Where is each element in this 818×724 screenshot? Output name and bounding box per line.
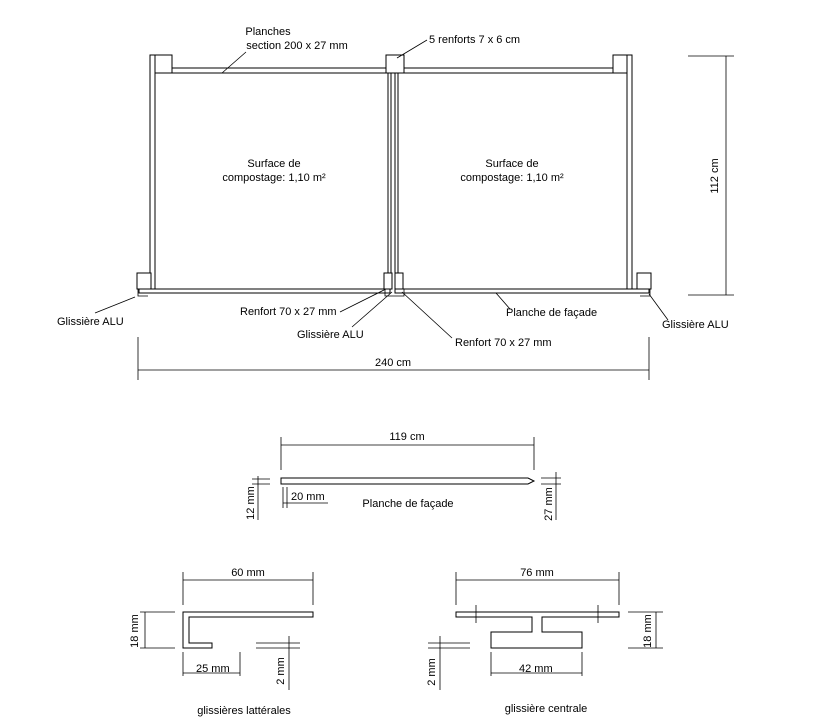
center-wall-right: [394, 72, 399, 274]
facade-detail: 119 cm 12 mm 20 mm Planche de façade 27 …: [245, 431, 561, 521]
leader-renforts: [396, 39, 428, 59]
label-renforts: 5 renforts 7 x 6 cm: [429, 34, 520, 46]
label-facade-offset: 20 mm: [291, 491, 325, 503]
label-glissiere-left: Glissière ALU: [57, 316, 124, 328]
renfort-top-center: [385, 54, 405, 74]
label-lateral-height: 18 mm: [129, 614, 141, 648]
label-surface-right-2: compostage: 1,10 m²: [460, 172, 564, 184]
label-planche-facade: Planche de façade: [506, 307, 597, 319]
leader-glissiere-right: [648, 293, 669, 321]
label-central-thickness: 2 mm: [426, 658, 438, 686]
lateral-glissiere-profile: [182, 611, 314, 649]
lateral-glissiere-detail: 60 mm 18 mm 25 mm 2 mm glissières lattér…: [129, 567, 314, 717]
glissiere-center-shape: [384, 289, 405, 297]
label-lateral-width: 60 mm: [231, 567, 265, 579]
leader-renfort-left: [339, 288, 387, 313]
leader-glissiere-center: [351, 291, 393, 328]
label-facade-thickness: 12 mm: [245, 486, 257, 520]
label-facade-height: 27 mm: [543, 487, 555, 521]
central-glissiere-profile: [455, 611, 620, 649]
facade-plank-profile: [280, 477, 536, 485]
label-surface-left-2: compostage: 1,10 m²: [222, 172, 326, 184]
renfort-bottom-right: [636, 272, 652, 290]
label-surface-right-1: Surface de: [485, 158, 538, 170]
label-central-caption: glissière centrale: [505, 703, 588, 715]
label-lateral-inner: 25 mm: [196, 663, 230, 675]
label-central-width: 76 mm: [520, 567, 554, 579]
label-surface-left-1: Surface de: [247, 158, 300, 170]
label-renfort-right: Renfort 70 x 27 mm: [455, 337, 552, 349]
label-planches-section: section 200 x 27 mm: [246, 40, 348, 52]
label-central-inner: 42 mm: [519, 663, 553, 675]
right-wall: [626, 54, 633, 291]
renfort-bottom-left: [136, 272, 152, 290]
leader-planches: [221, 51, 247, 74]
glissiere-left-shape: [137, 289, 148, 297]
renfort-top-left: [153, 54, 173, 74]
leader-planche-facade: [495, 292, 511, 310]
left-wall: [149, 54, 156, 291]
label-glissiere-center: Glissière ALU: [297, 329, 364, 341]
renfort-bottom-center-left: [383, 272, 393, 290]
label-height: 112 cm: [709, 158, 721, 193]
label-planches-title: Planches: [245, 26, 291, 38]
leader-glissiere-left: [94, 296, 136, 314]
label-central-height: 18 mm: [642, 614, 654, 648]
label-facade-caption: Planche de façade: [362, 498, 453, 510]
central-glissiere-detail: 76 mm 18 mm 42 mm 2 mm glissière central…: [426, 567, 663, 715]
label-lateral-thickness: 2 mm: [275, 657, 287, 685]
renfort-bottom-center-right: [394, 272, 404, 290]
center-wall-left: [387, 72, 392, 274]
facade-plank-left: [138, 288, 391, 294]
label-glissiere-right: Glissière ALU: [662, 319, 729, 331]
leader-renfort-right: [401, 291, 453, 339]
facade-plank-right: [394, 288, 650, 294]
label-facade-length: 119 cm: [389, 431, 424, 443]
label-lateral-caption: glissières lattérales: [197, 705, 291, 717]
top-view: Planches section 200 x 27 mm 5 renforts …: [57, 26, 734, 380]
label-width: 240 cm: [375, 357, 411, 369]
label-renfort-left: Renfort 70 x 27 mm: [240, 306, 337, 318]
